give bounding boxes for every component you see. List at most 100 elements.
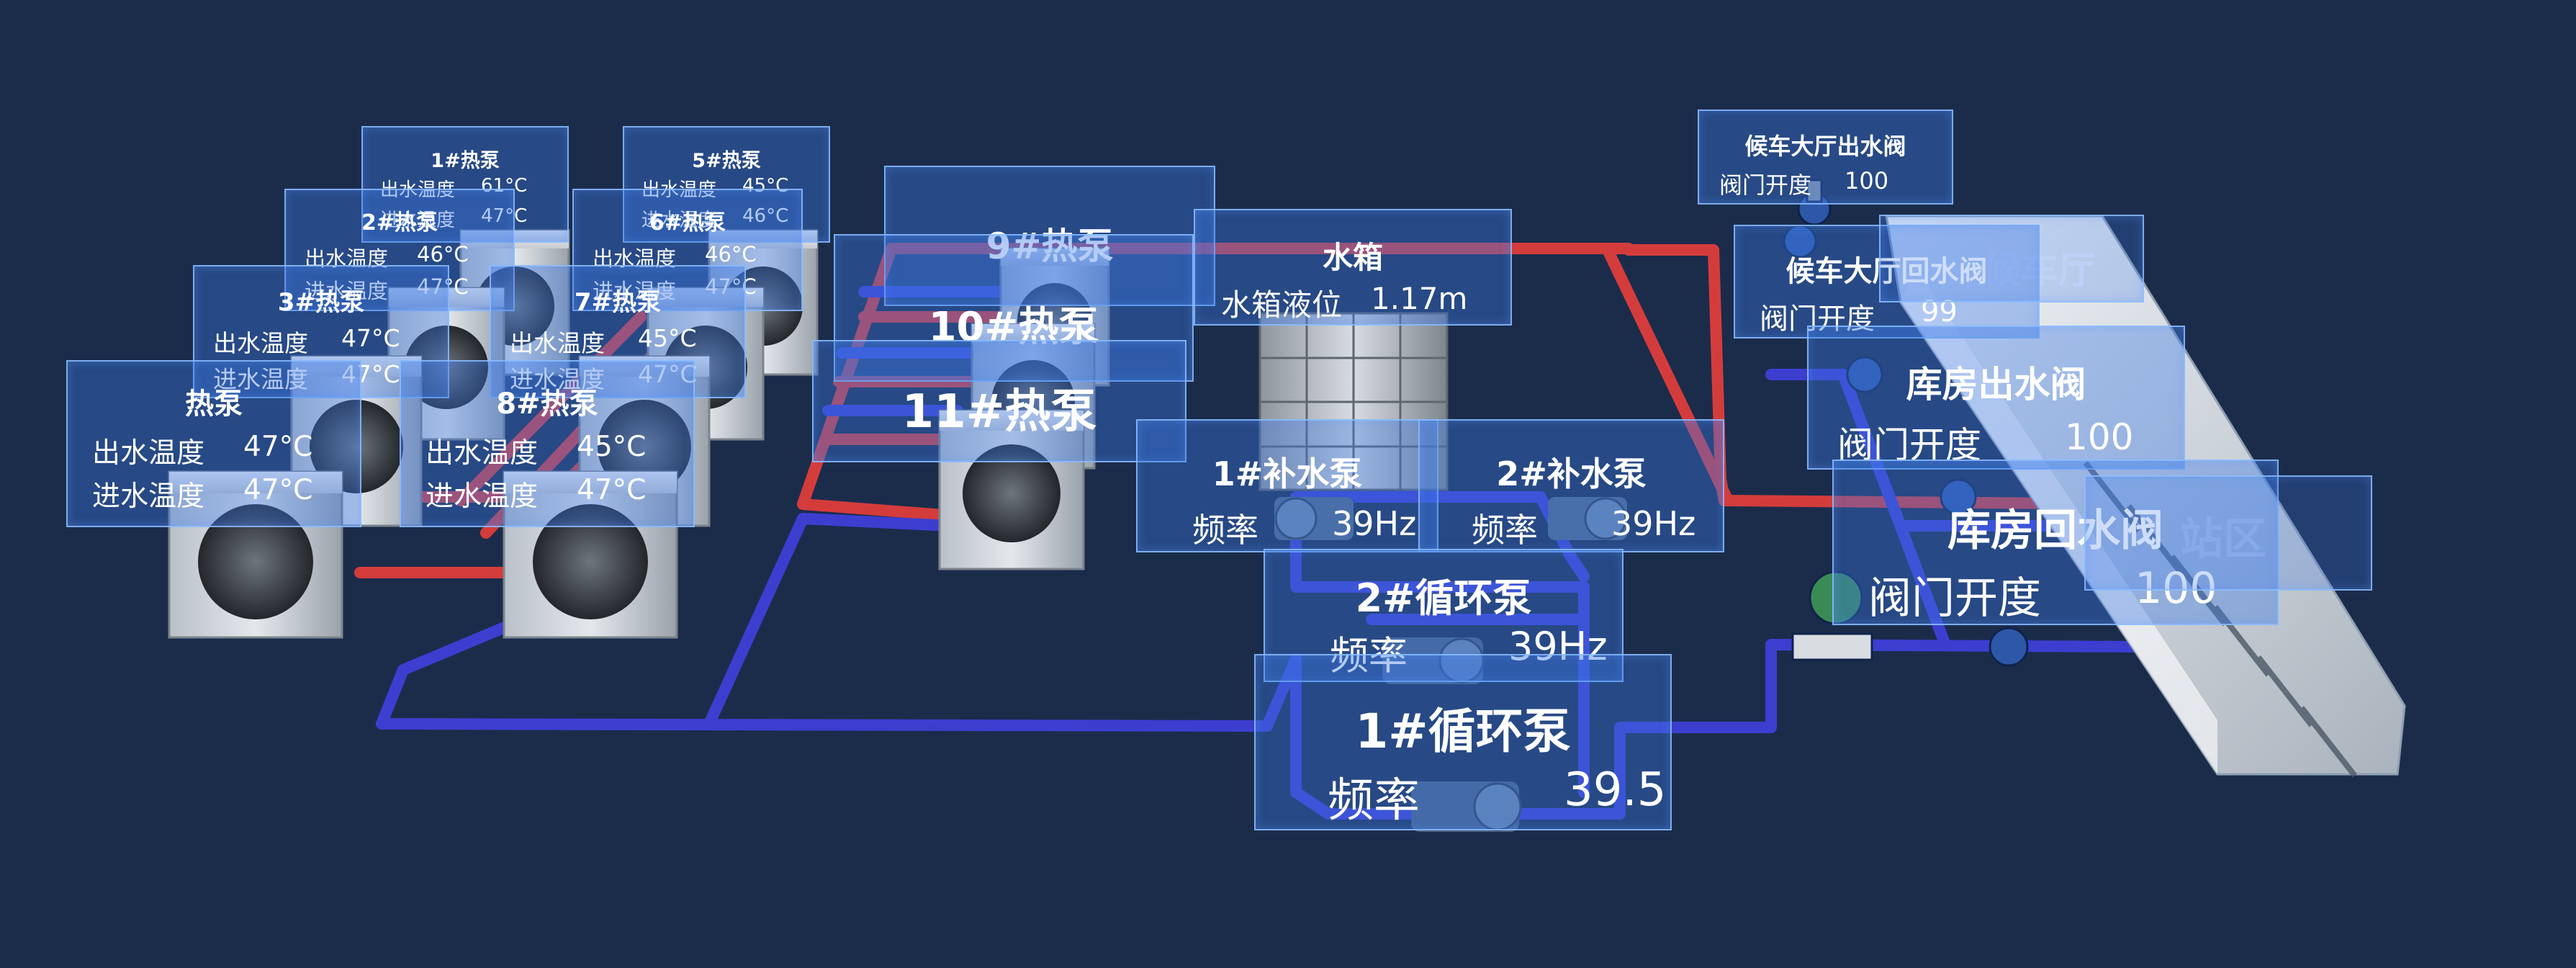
heat-pump-6-in-label: 进水温度 [593,279,677,303]
heat-pump-3-out-label: 出水温度 [213,329,308,357]
heat-pump-8-in-label: 进水温度 [425,480,539,513]
valve-store-out-title: 库房出水阀 [1906,364,2086,405]
heat-pump-1-in-label: 进水温度 [380,210,456,231]
heat-pump-8-out-value: 45°C [577,431,647,463]
heat-pump-10-title: 10#热泵 [928,304,1099,351]
circulation-pump-1-freq-label: 频率 [1328,774,1420,828]
heat-pump-2-in-value: 47°C [417,274,469,299]
circulation-pump-2-freq-value: 39Hz [1508,624,1608,669]
makeup-pump-1-freq-value: 39Hz [1332,504,1417,543]
circulation-pump-1-freq-value: 39.5 [1564,763,1667,817]
valve-store-return-open-label: 阀门开度 [1868,573,2041,624]
circulation-pump-1-title: 1#循环泵 [1355,704,1571,759]
heat-pump-7-title: 7#热泵 [574,288,662,317]
heat-pump-1-out-label: 出水温度 [380,179,456,201]
valve-hall-out-open-label: 阀门开度 [1719,171,1812,199]
heat-pump-5-in-label: 进水温度 [641,210,717,231]
valve-hall-out-title: 候车大厅出水阀 [1744,133,1906,160]
valve-main-return [1989,627,2029,667]
valve-store-return-open-value: 100 [2135,563,2217,614]
makeup-pump-2 [1548,497,1627,540]
heat-pump-1-title: 1#热泵 [431,150,500,172]
valve-hall-return-open-label: 阀门开度 [1760,302,1875,336]
valve-store-return-open-row: 阀门开度 100 [1868,563,2217,626]
heat-pump-2-in-label: 进水温度 [305,279,389,303]
valve-units [1783,179,2029,667]
heat-pump-4-out-label: 出水温度 [92,437,205,470]
pump-units [1274,497,1627,832]
area-label-station: 站区 [2180,514,2266,565]
heat-pump-6-out-label: 出水温度 [593,246,677,271]
water-tank [1258,312,1449,491]
heat-pump-unit-4 [168,470,343,639]
tank-level-label: 水箱液位 [1221,287,1343,323]
heat-pump-5-title: 5#热泵 [692,150,761,172]
heat-pump-unit-7 [578,355,711,527]
heat-pump-9-title: 9#热泵 [986,225,1114,267]
heat-pump-1-out-row: 出水温度 61°C [380,175,527,202]
valve-hall-out [1797,179,1832,226]
heat-pump-card-10[interactable]: 10#热泵 [834,234,1194,382]
valve-card-store-out[interactable]: 库房出水阀 阀门开度 100 [1807,326,2185,470]
heat-pump-card-11[interactable]: 11#热泵 [812,340,1186,462]
valve-store-out-open-row: 阀门开度 100 [1837,416,2133,468]
circulation-pump-1-card[interactable]: 1#循环泵 频率 39.5 [1254,654,1672,830]
heat-pump-2-in-row: 进水温度 47°C [305,274,469,305]
heat-pump-1-out-value: 61°C [481,175,528,197]
makeup-pump-2-title: 2#补水泵 [1496,454,1647,493]
area-label-hall-partial: 出站 [1911,251,1987,294]
valve-store-out [1846,356,1883,393]
heat-pump-6-in-value: 47°C [705,274,757,299]
heat-pump-unit-11 [938,409,1085,570]
heat-pump-4-out-value: 47°C [243,431,313,463]
heat-pump-8-title: 8#热泵 [496,387,598,421]
circulation-pump-1 [1411,781,1522,832]
area-label-hall: 候车厅 [1983,249,2097,292]
area-panel-hall [1879,215,2144,302]
makeup-pump-2-freq-label: 频率 [1472,511,1538,550]
circulation-pump-2-freq-label: 频率 [1330,633,1408,678]
heat-pump-unit-8 [503,470,678,639]
heat-pump-card-9[interactable]: 9#热泵 [884,166,1215,306]
valve-store-out-open-label: 阀门开度 [1837,424,1981,466]
tank-level-value: 1.17m [1371,281,1468,316]
heat-pump-11-title: 11#热泵 [901,385,1097,439]
area-panel-station [2084,475,2372,591]
valve-store-out-open-value: 100 [2065,416,2134,458]
heat-pump-6-in-row: 进水温度 47°C [593,274,757,305]
makeup-pump-1-freq-label: 频率 [1192,511,1258,550]
heat-pump-units [168,229,1110,639]
heat-pump-4-out-row: 出水温度 47°C [92,431,312,471]
heat-pump-4-in-label: 进水温度 [92,480,205,513]
heat-pump-3-in-label: 进水温度 [213,365,308,393]
